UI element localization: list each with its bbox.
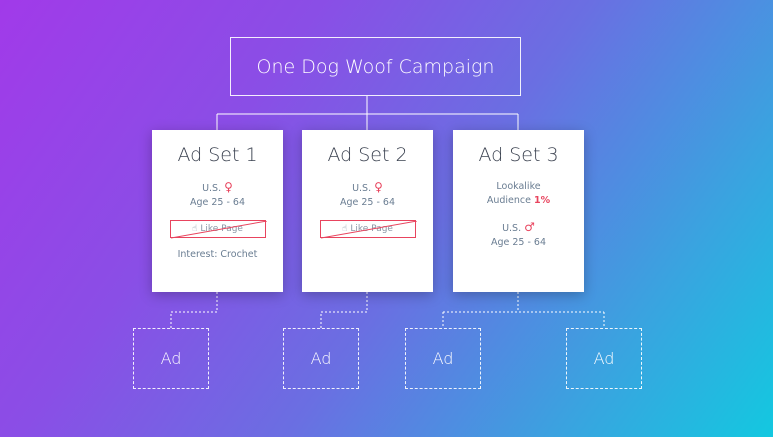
ad-set-2-excluded-like-page: ☝ Like Page	[319, 220, 417, 239]
adset-2-ad-line	[320, 292, 368, 328]
ad-box-3-label: Ad	[432, 349, 454, 368]
ad-box-1[interactable]: Ad	[133, 328, 209, 389]
ad-box-1-label: Ad	[160, 349, 182, 368]
campaign-title: One Dog Woof Campaign	[256, 55, 495, 78]
ad-set-3-title: Ad Set 3	[478, 144, 559, 166]
ad-set-3-audience-line-1: Lookalike	[496, 181, 541, 192]
ad-set-3-card[interactable]: Ad Set 3 Lookalike Audience 1% U.S. ♂ Ag…	[453, 130, 584, 292]
ad-set-2-card[interactable]: Ad Set 2 U.S. ♀ Age 25 - 64 ☝ Like Page	[302, 130, 433, 292]
ad-set-3-audience-pct: 1%	[534, 195, 551, 206]
thumbs-up-icon: ☝	[342, 224, 348, 234]
ad-set-1-interest: Interest: Crochet	[177, 249, 258, 260]
ad-box-2-label: Ad	[310, 349, 332, 368]
ad-set-2-age: Age 25 - 64	[339, 197, 396, 208]
ad-set-1-age: Age 25 - 64	[189, 197, 246, 208]
ad-set-2-location: U.S. ♀	[302, 180, 433, 196]
ad-set-2-location-text: U.S.	[352, 183, 372, 194]
ad-set-1-location-text: U.S.	[202, 183, 222, 194]
ad-set-1-excluded-like-page: ☝ Like Page	[169, 220, 267, 239]
ad-set-1-location: U.S. ♀	[152, 180, 283, 196]
strikethrough-icon	[170, 221, 267, 239]
ad-box-2[interactable]: Ad	[283, 328, 359, 389]
ad-box-4-label: Ad	[593, 349, 615, 368]
adset-1-ad-line	[170, 292, 218, 328]
ad-set-1-title: Ad Set 1	[177, 144, 258, 166]
strikethrough-icon	[320, 221, 417, 239]
ad-set-3-audience-label: Audience	[486, 195, 531, 206]
male-icon: ♂	[524, 220, 535, 234]
thumbs-up-icon: ☝	[192, 224, 198, 234]
ad-set-2-title: Ad Set 2	[327, 144, 408, 166]
campaign-box[interactable]: One Dog Woof Campaign	[230, 37, 521, 96]
ad-set-3-location-text: U.S.	[502, 223, 522, 234]
ad-set-3-location: U.S. ♂	[453, 220, 584, 236]
ad-set-3-age: Age 25 - 64	[490, 237, 547, 248]
ad-box-4[interactable]: Ad	[566, 328, 642, 389]
female-icon: ♀	[224, 180, 233, 194]
ad-box-3[interactable]: Ad	[405, 328, 481, 389]
ad-set-1-card[interactable]: Ad Set 1 U.S. ♀ Age 25 - 64 ☝ Like Page …	[152, 130, 283, 292]
female-icon: ♀	[374, 180, 383, 194]
ad-set-3-audience-line-2: Audience 1%	[453, 194, 584, 208]
